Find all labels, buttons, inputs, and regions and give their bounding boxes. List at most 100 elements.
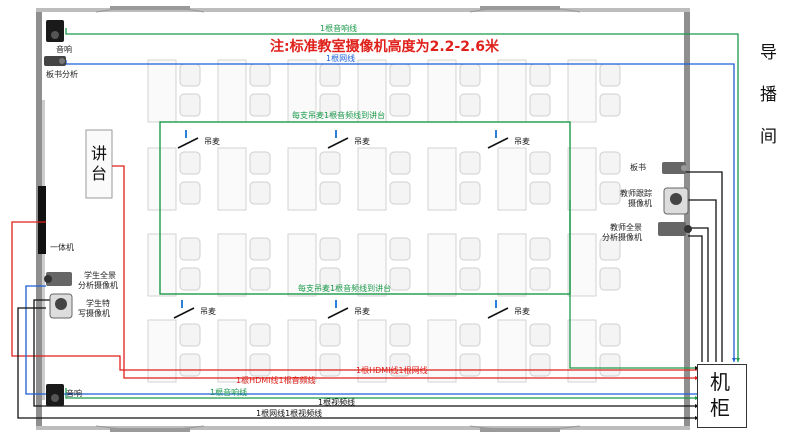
mic-label-5: 吊麦: [354, 307, 370, 316]
cabinet-label-2: 柜: [710, 396, 730, 420]
ceiling-mic-icon: [327, 137, 349, 149]
desk: [357, 319, 387, 383]
desk: [217, 147, 247, 211]
desk: [427, 147, 457, 211]
chair: [529, 63, 551, 87]
desk: [497, 233, 527, 297]
desk: [147, 319, 177, 383]
chair: [249, 63, 271, 87]
student-pano-label-2: 分析摄像机: [78, 281, 118, 290]
mic-label-3: 吊麦: [514, 137, 530, 146]
desk: [287, 233, 317, 297]
chair: [529, 267, 551, 291]
all-in-one-label: 一体机: [50, 243, 74, 252]
student-pano-label-1: 学生全景: [84, 271, 116, 280]
podium-label-1: 讲: [91, 144, 108, 163]
desk: [287, 147, 317, 211]
teacher-pano-label-1: 教师全景: [610, 223, 642, 232]
chair: [319, 267, 341, 291]
chair: [599, 237, 621, 261]
podium: [85, 129, 113, 199]
teacher-track-label-2: 摄像机: [628, 199, 652, 208]
ceiling-mic-icon: [327, 307, 349, 319]
chair: [599, 63, 621, 87]
chair: [179, 93, 201, 117]
student-pano-camera-icon: [44, 272, 72, 286]
chair: [179, 237, 201, 261]
cable-lines: [11, 28, 739, 419]
chair: [179, 63, 201, 87]
desk: [567, 147, 597, 211]
chair: [389, 181, 411, 205]
desk: [427, 59, 457, 123]
chair: [459, 93, 481, 117]
chair: [319, 93, 341, 117]
chair: [389, 267, 411, 291]
board-camera-icon: [662, 162, 687, 174]
speaker-bottom-icon: [46, 384, 64, 406]
desk: [497, 319, 527, 383]
chair: [459, 181, 481, 205]
mic-label-6: 吊麦: [514, 307, 530, 316]
chair: [319, 353, 341, 377]
desk: [357, 233, 387, 297]
desk: [287, 319, 317, 383]
speaker-bottom-label: 音响: [66, 389, 82, 398]
student-closeup-camera-icon: [49, 293, 73, 319]
desk: [567, 319, 597, 383]
control-room-label-1: 导: [760, 43, 777, 63]
height-note: 注:标准教室摄像机高度为2.2-2.6米: [270, 39, 500, 55]
label-top-network: 1根网线: [326, 54, 356, 63]
chair: [529, 181, 551, 205]
chair: [389, 63, 411, 87]
desk: [287, 59, 317, 123]
chair: [459, 323, 481, 347]
teacher-pano-label-2: 分析摄像机: [602, 233, 642, 242]
mic-label-1: 吊麦: [204, 137, 220, 146]
mic-label-4: 吊麦: [200, 307, 216, 316]
chair: [389, 323, 411, 347]
chair: [319, 323, 341, 347]
chair: [599, 181, 621, 205]
chair: [249, 151, 271, 175]
equipment-cabinet: [697, 364, 747, 428]
label-mic-top: 每支吊麦1根音频线到讲台: [292, 111, 386, 120]
chair: [459, 151, 481, 175]
chair: [389, 151, 411, 175]
chair: [179, 323, 201, 347]
desk: [147, 147, 177, 211]
podium-label-2: 台: [91, 164, 108, 183]
all-in-one-screen: [38, 186, 46, 254]
chair: [529, 237, 551, 261]
chair: [319, 63, 341, 87]
student-closeup-label-2: 写摄像机: [78, 309, 110, 318]
ceiling-mic-icon: [487, 307, 509, 319]
label-hdmi-left: 1根HDMI线1根音频线: [236, 376, 316, 385]
desk: [217, 233, 247, 297]
student-closeup-label-1: 学生特: [86, 299, 110, 308]
chair: [459, 237, 481, 261]
label-hdmi-right: 1根HDMI线1根网线: [356, 366, 428, 375]
speaker-top-label: 音响: [56, 45, 72, 54]
chair: [599, 323, 621, 347]
chair: [599, 151, 621, 175]
chair: [459, 353, 481, 377]
ceiling-mics: [173, 130, 509, 319]
chair: [459, 267, 481, 291]
desk: [497, 59, 527, 123]
desk: [217, 319, 247, 383]
chair: [249, 237, 271, 261]
teacher-track-camera-icon: [663, 187, 689, 215]
desk: [357, 147, 387, 211]
teacher-pano-camera-icon: [658, 222, 692, 236]
chair: [179, 267, 201, 291]
chair: [459, 63, 481, 87]
chair: [319, 151, 341, 175]
chair: [179, 353, 201, 377]
chair: [179, 181, 201, 205]
ceiling-mic-icon: [173, 307, 195, 319]
label-mic-bottom: 每支吊麦1根音频线到讲台: [298, 284, 392, 293]
desk: [427, 319, 457, 383]
chair: [389, 237, 411, 261]
